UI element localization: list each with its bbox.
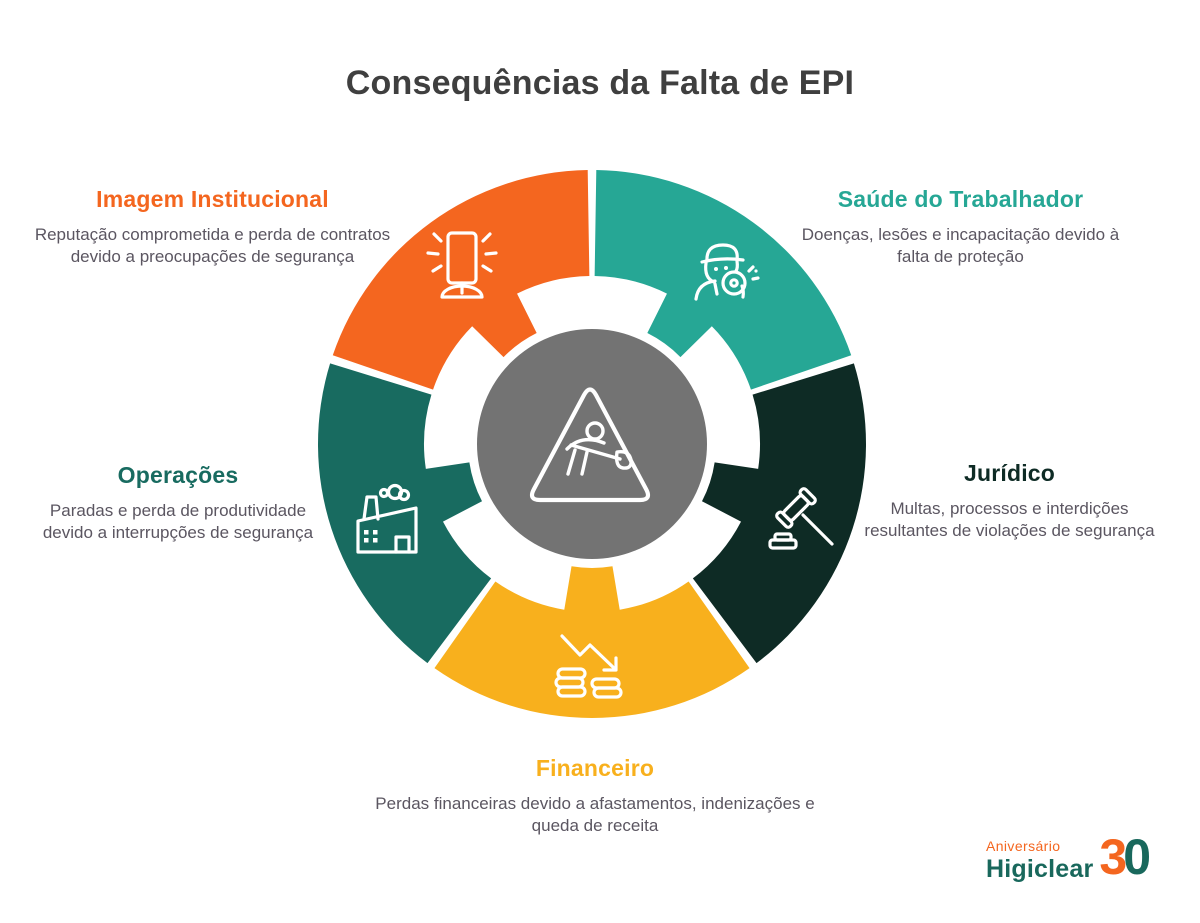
section-heading-operacoes: Operações	[117, 462, 239, 488]
higiclear-logo: Aniversário Higiclear 30	[986, 832, 1151, 884]
section-operacoes: Operações Paradas e perda de produtivida…	[28, 462, 328, 544]
section-description-imagem: Reputação comprometida e perda de contra…	[34, 225, 391, 267]
center-circle	[473, 325, 711, 563]
declining-finance-icon	[554, 634, 623, 699]
gavel-icon	[768, 487, 834, 550]
logo-30-badge: 30	[1099, 832, 1151, 882]
logo-badge-digit-0: 0	[1123, 829, 1151, 885]
section-financeiro: Financeiro Perdas financeiras devido a a…	[375, 755, 815, 837]
section-heading-imagem: Imagem Institucional	[96, 186, 329, 212]
section-description-juridico: Multas, processos e interdições resultan…	[864, 499, 1155, 541]
logo-brand: Higiclear	[986, 855, 1094, 883]
shining-sign-icon	[426, 231, 498, 299]
section-heading-juridico: Jurídico	[963, 460, 1056, 486]
factory-icon	[356, 483, 418, 554]
section-description-financeiro: Perdas financeiras devido a afastamentos…	[375, 794, 815, 836]
section-description-saude: Doenças, lesões e incapacitação devido à…	[801, 225, 1120, 267]
logo-text: Aniversário Higiclear	[986, 838, 1093, 884]
worker-mask-icon	[694, 243, 760, 301]
wheel-segment-operacoes	[317, 363, 492, 664]
section-heading-saude: Saúde do Trabalhador	[837, 186, 1084, 212]
wheel-segment-financeiro	[434, 566, 750, 718]
page-title: Consequências da Falta de EPI	[345, 64, 855, 102]
logo-badge-digit-3: 3	[1099, 829, 1127, 885]
section-heading-financeiro: Financeiro	[535, 755, 655, 781]
section-description-operacoes: Paradas e perda de produtividade devido …	[42, 501, 314, 543]
roadwork-warning-icon	[529, 387, 651, 503]
section-juridico: Jurídico Multas, processos e interdições…	[862, 460, 1157, 542]
section-saude-do-trabalhador: Saúde do Trabalhador Doenças, lesões e i…	[788, 186, 1133, 268]
logo-tagline: Aniversário	[986, 838, 1061, 854]
section-imagem-institucional: Imagem Institucional Reputação compromet…	[30, 186, 395, 268]
wheel-segment-imagem-institucional	[332, 170, 590, 390]
